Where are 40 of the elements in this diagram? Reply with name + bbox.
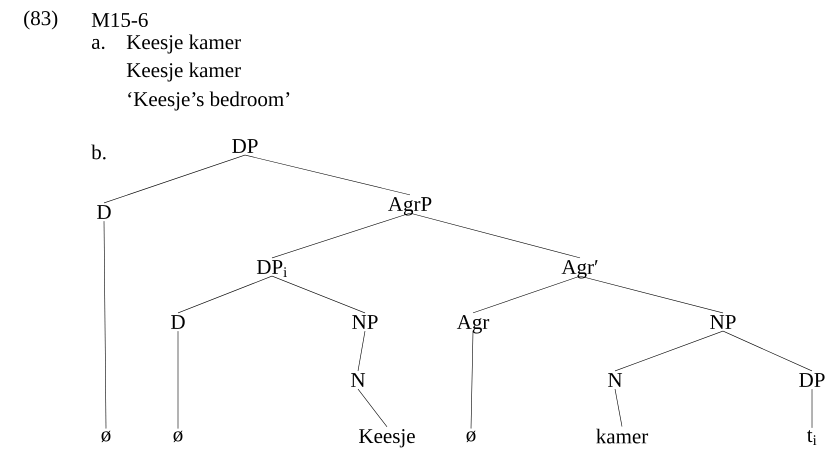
tree-branch <box>178 276 272 314</box>
tree-branch <box>272 276 366 314</box>
example-sentence: Keesje kamer <box>126 34 241 54</box>
word: ø <box>466 430 476 442</box>
item-letter: b. <box>91 144 106 160</box>
category-label: NP <box>710 315 736 329</box>
word: Keesje <box>359 429 415 448</box>
category-label: D <box>97 205 111 219</box>
category-label: Agr <box>456 315 490 334</box>
tree-branch <box>410 212 580 258</box>
tree-branch <box>244 154 410 196</box>
category-label: D <box>171 315 185 329</box>
category-label: N <box>351 373 366 387</box>
category-label: DP <box>232 139 258 153</box>
tree-branch <box>104 220 106 429</box>
category-label: NP <box>352 315 378 329</box>
word: kamer <box>596 428 648 444</box>
tree-branch <box>614 330 724 372</box>
word: ø <box>101 430 110 442</box>
category-label: DP <box>799 373 825 387</box>
tree-branch <box>580 276 724 314</box>
word: ø <box>173 430 182 442</box>
tree-branch <box>470 330 474 429</box>
tree-branch <box>358 388 388 428</box>
tree-branch <box>358 330 366 372</box>
category-label: Agr′ <box>562 260 598 278</box>
example-code: M15-6 <box>92 12 148 28</box>
category-label: AgrP <box>388 197 432 216</box>
category-label: N <box>608 373 622 387</box>
tree-branch <box>472 276 580 314</box>
gloss-line: Keesje kamer <box>126 62 241 82</box>
category-label: DP$_{i}$ <box>256 260 287 277</box>
tree-branch <box>272 212 410 258</box>
translation-line: ‘Keesje’s bedroom’ <box>128 91 290 111</box>
word: t$_{i}$ <box>807 430 816 446</box>
tree-branch <box>722 330 812 372</box>
tree-branch <box>104 154 246 204</box>
tree-branch <box>614 388 622 427</box>
example-number: (83) <box>24 10 58 30</box>
item-letter: a. <box>92 38 104 50</box>
